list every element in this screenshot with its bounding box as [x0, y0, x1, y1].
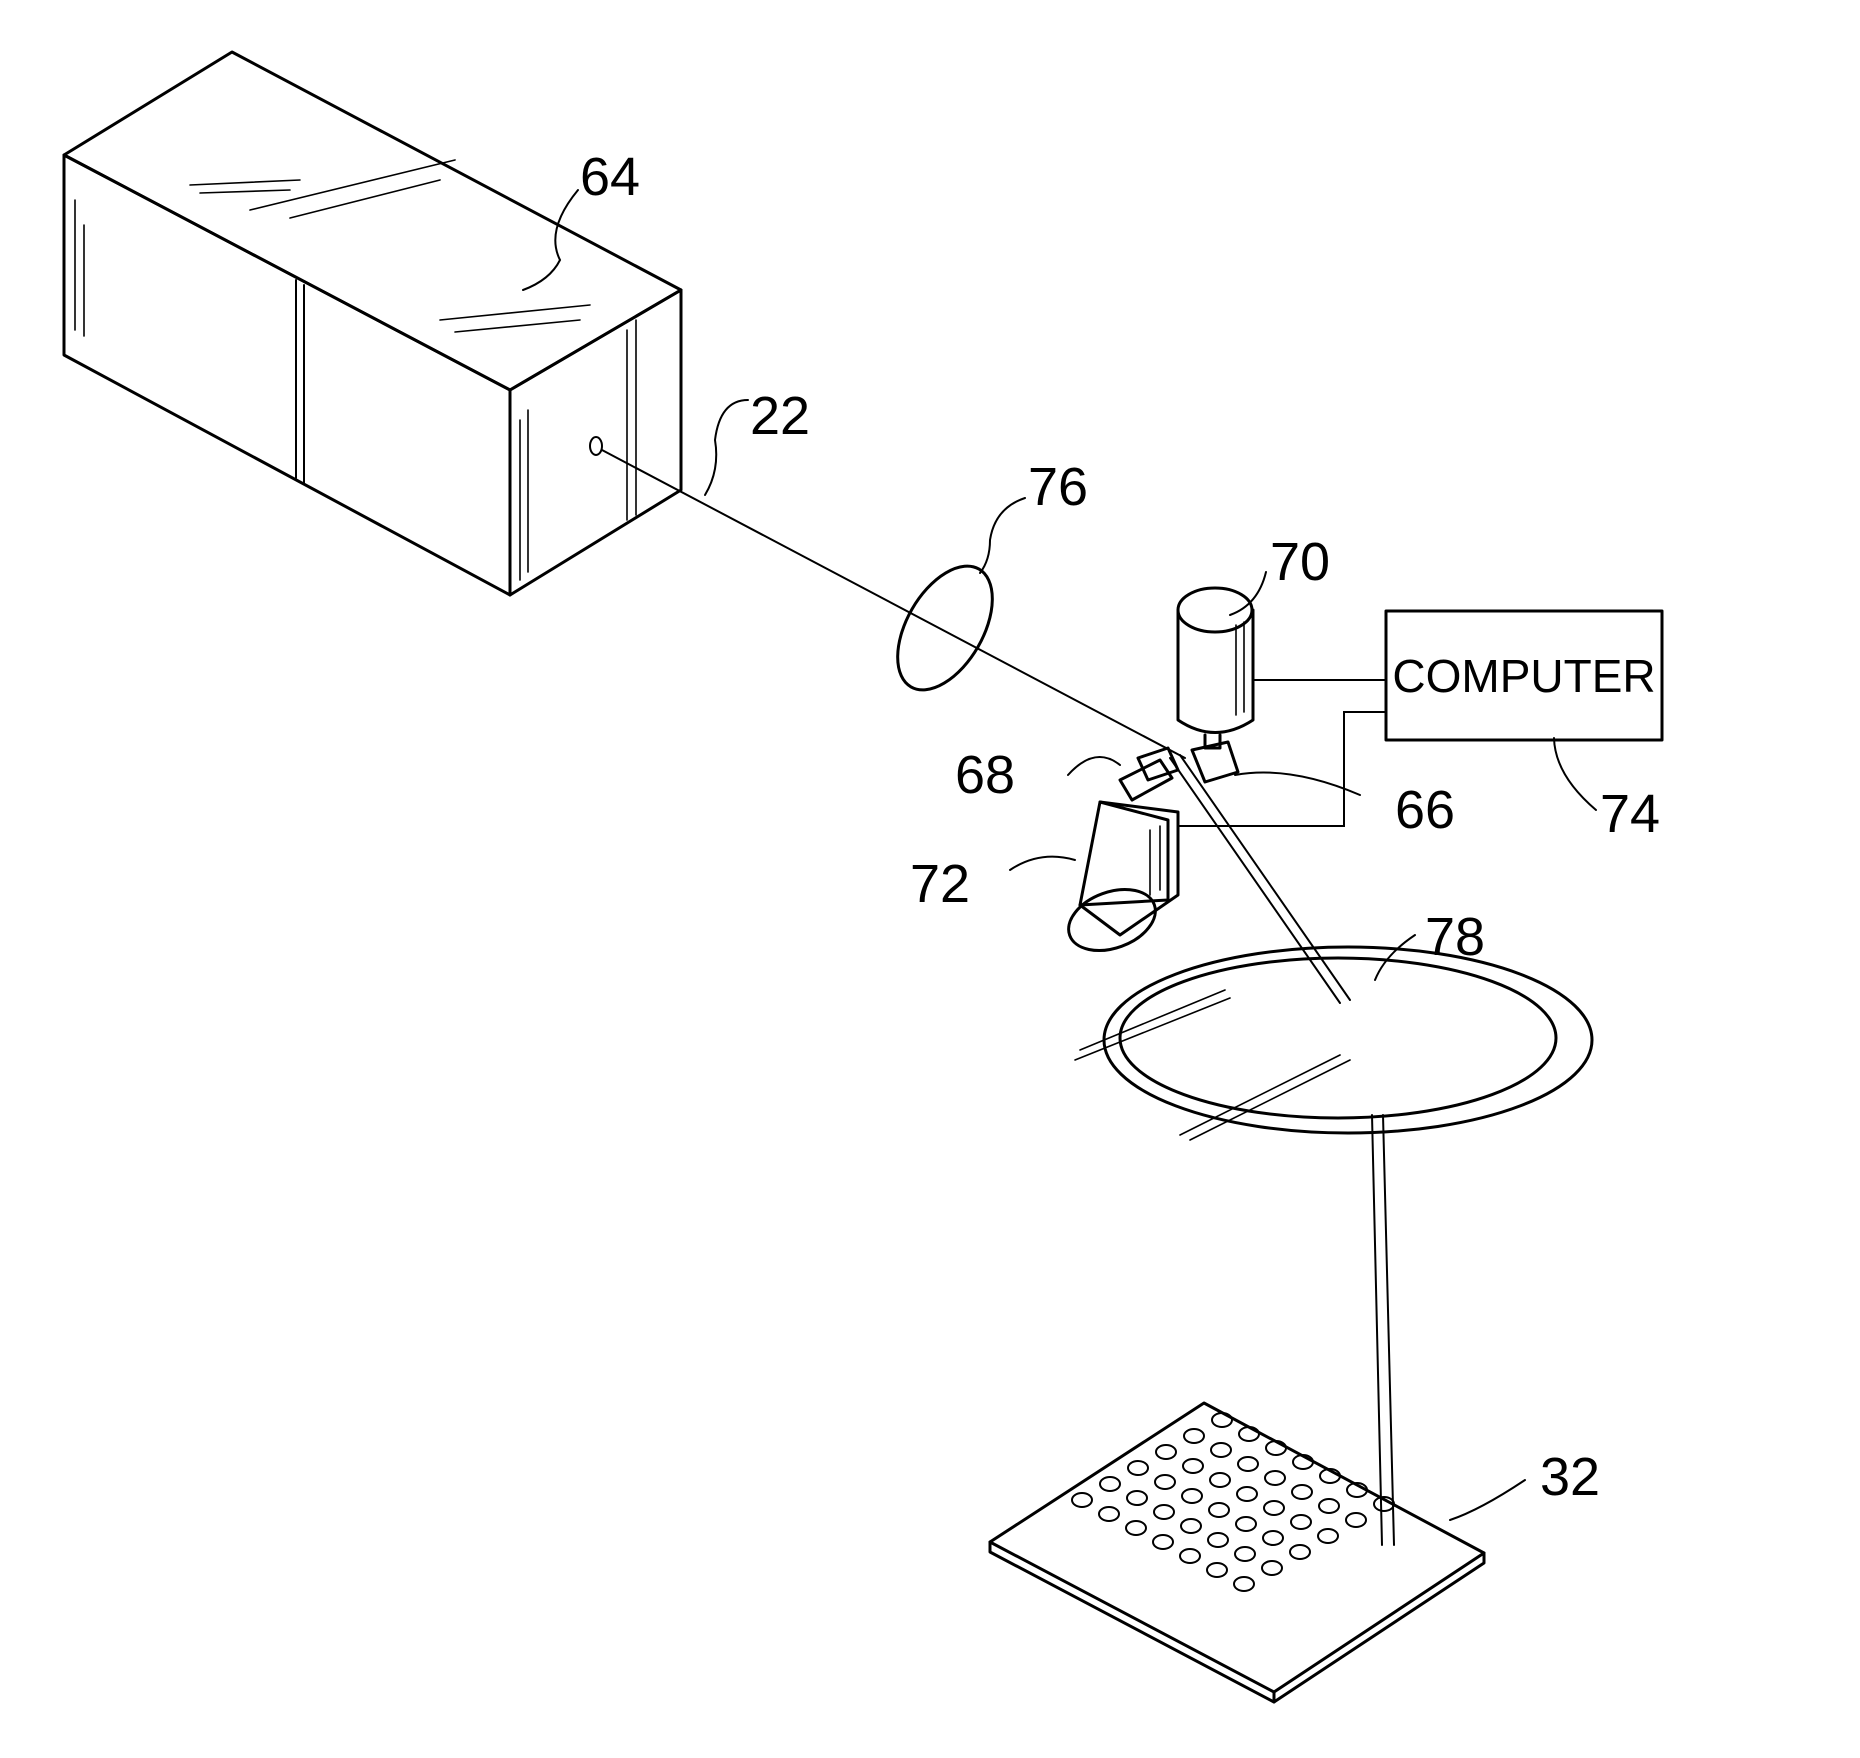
plate-well — [1184, 1429, 1204, 1443]
plate-well — [1265, 1471, 1285, 1485]
label-78: 78 — [1425, 907, 1485, 967]
plate-well — [1212, 1413, 1232, 1427]
galvo-motor-70 — [1178, 588, 1253, 748]
plate-well — [1263, 1531, 1283, 1545]
plate-well — [1318, 1529, 1338, 1543]
plate-well — [1346, 1513, 1366, 1527]
galvo-motor-72 — [1060, 760, 1178, 962]
label-72: 72 — [910, 854, 970, 914]
computer-box: COMPUTER — [1386, 611, 1662, 740]
plate-well — [1239, 1427, 1259, 1441]
plate-well — [1208, 1533, 1228, 1547]
plate-well — [1154, 1505, 1174, 1519]
label-70: 70 — [1270, 532, 1330, 592]
plate-well — [1237, 1487, 1257, 1501]
sample-plate-32 — [990, 1403, 1484, 1702]
label-68: 68 — [955, 745, 1015, 805]
plate-well — [1099, 1507, 1119, 1521]
plate-well — [1128, 1461, 1148, 1475]
plate-well — [1181, 1519, 1201, 1533]
label-32: 32 — [1540, 1447, 1600, 1507]
laser-housing-box — [64, 52, 681, 595]
plate-well — [1210, 1473, 1230, 1487]
computer-box-label: COMPUTER — [1392, 650, 1655, 702]
plate-well — [1207, 1563, 1227, 1577]
leader-lines — [523, 190, 1596, 1520]
mirror-68 — [1138, 748, 1178, 780]
plate-well — [1292, 1485, 1312, 1499]
label-74: 74 — [1600, 784, 1660, 844]
plate-well — [1182, 1489, 1202, 1503]
plate-well — [1290, 1545, 1310, 1559]
plate-well — [1156, 1445, 1176, 1459]
reference-labels: 64 22 76 70 68 66 72 74 78 32 — [580, 147, 1660, 1507]
plate-well — [1236, 1517, 1256, 1531]
laser-beam — [602, 450, 1394, 1545]
plate-well — [1183, 1459, 1203, 1473]
plate-well — [1264, 1501, 1284, 1515]
plate-well — [1319, 1499, 1339, 1513]
label-66: 66 — [1395, 780, 1455, 840]
plate-well — [1100, 1477, 1120, 1491]
plate-well — [1126, 1521, 1146, 1535]
control-wires — [1178, 680, 1386, 826]
lens-76 — [878, 550, 1012, 706]
plate-well — [1127, 1491, 1147, 1505]
plate-well — [1234, 1577, 1254, 1591]
plate-well — [1155, 1475, 1175, 1489]
plate-well — [1238, 1457, 1258, 1471]
label-22: 22 — [750, 386, 810, 446]
plate-well — [1291, 1515, 1311, 1529]
plate-well — [1211, 1443, 1231, 1457]
plate-well — [1262, 1561, 1282, 1575]
well-array — [1072, 1413, 1394, 1591]
label-64: 64 — [580, 147, 640, 207]
label-76: 76 — [1028, 457, 1088, 517]
plate-well — [1235, 1547, 1255, 1561]
plate-well — [1153, 1535, 1173, 1549]
plate-well — [1209, 1503, 1229, 1517]
plate-well — [1180, 1549, 1200, 1563]
plate-well — [1072, 1493, 1092, 1507]
